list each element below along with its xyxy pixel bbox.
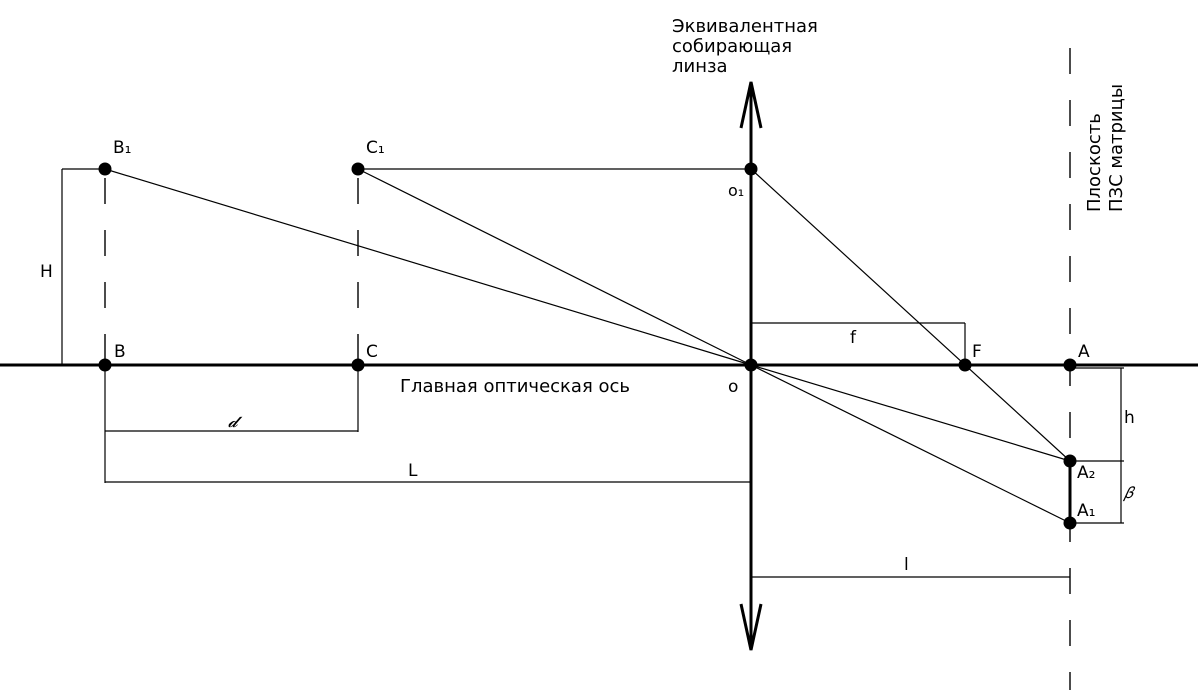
lens-title-line2: собирающая — [672, 36, 792, 57]
label-A: A — [1078, 342, 1090, 362]
label-O1: o₁ — [728, 181, 744, 200]
sensor-plane-label-line2: ПЗС матрицы — [1106, 84, 1127, 212]
point-O-dot — [744, 358, 758, 372]
label-A1: A₁ — [1077, 501, 1095, 521]
label-C1: C₁ — [366, 138, 385, 158]
lens-title-line3: линза — [672, 56, 728, 77]
point-C-dot — [351, 358, 365, 372]
lens-bottom-arrow — [739, 603, 763, 651]
point-A-dot — [1063, 358, 1077, 372]
point-B1-dot — [98, 162, 112, 176]
dim-f-label: f — [850, 328, 857, 348]
dim-d-label: 𝓭 — [228, 412, 243, 432]
dim-H-label: H — [40, 262, 53, 282]
main-axis-label: Главная оптическая ось — [400, 376, 630, 397]
label-B1: B₁ — [113, 138, 131, 158]
label-C: C — [366, 342, 378, 362]
point-F-dot — [958, 358, 972, 372]
ray-O-A1 — [750, 364, 1071, 524]
point-O1-dot — [744, 162, 758, 176]
dim-l-label: l — [904, 555, 909, 575]
lens-title-line1: Эквивалентная — [672, 16, 818, 37]
label-B: B — [114, 342, 126, 362]
ray-O1-A2 — [750, 168, 1071, 462]
label-O: o — [728, 377, 738, 397]
point-A1-dot — [1063, 516, 1077, 530]
sensor-plane-label-line1: Плоскость — [1084, 113, 1105, 212]
ray-O-A2 — [750, 364, 1071, 462]
ray-C1-O — [357, 168, 752, 366]
point-B-dot — [98, 358, 112, 372]
point-C1-dot — [351, 162, 365, 176]
dim-b-label: 𝛽 — [1122, 483, 1136, 502]
label-F: F — [972, 342, 982, 362]
lens-top-arrow — [739, 81, 763, 129]
point-A2-dot — [1063, 454, 1077, 468]
dim-L-label: L — [408, 461, 418, 481]
ray-B1-O — [104, 168, 752, 366]
label-A2: A₂ — [1077, 463, 1095, 483]
dim-h-label: h — [1124, 408, 1135, 428]
